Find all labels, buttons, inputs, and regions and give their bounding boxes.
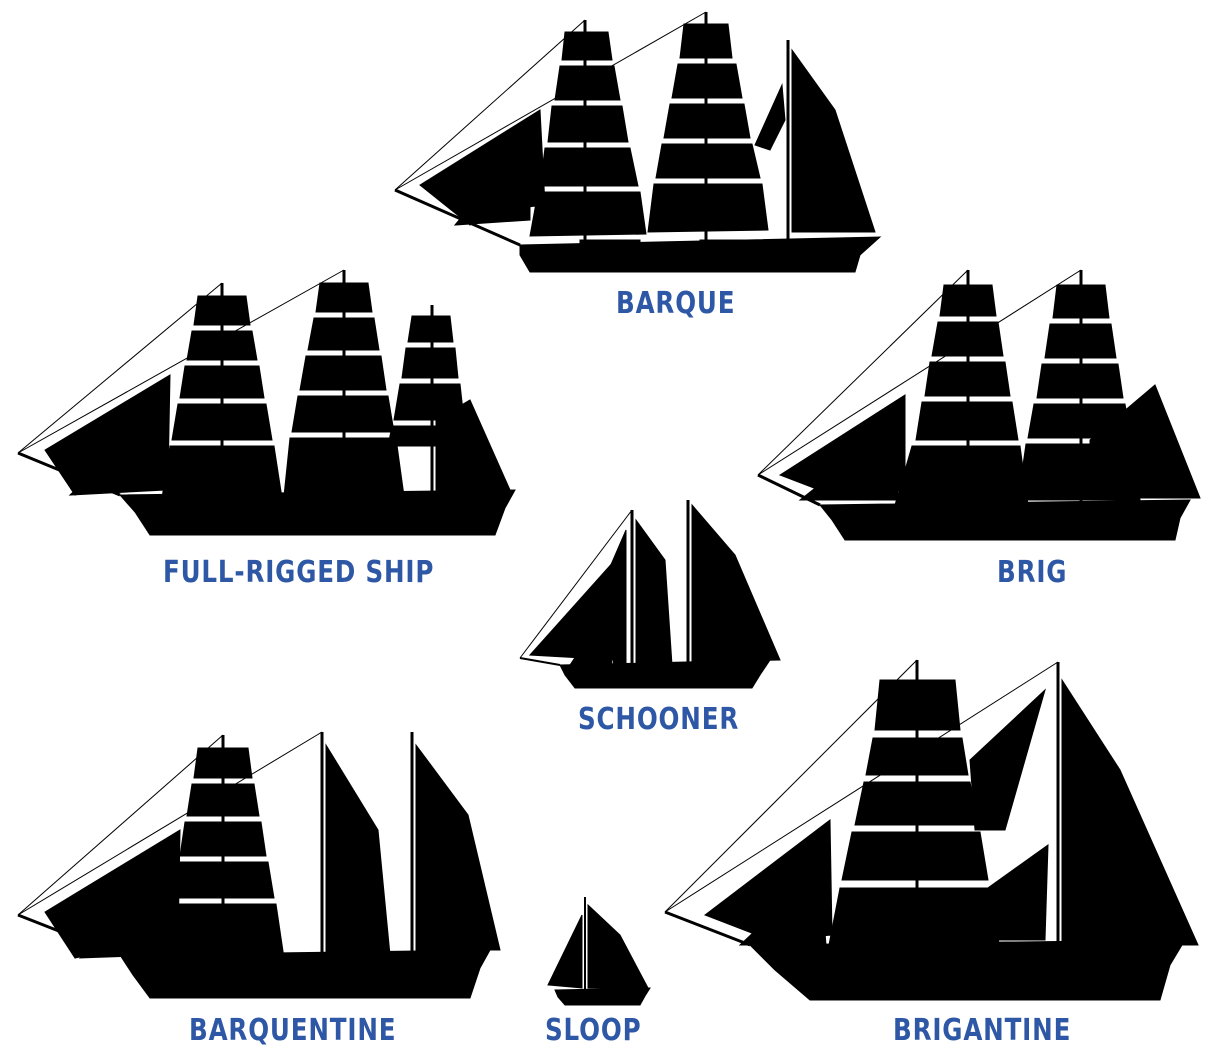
schooner-silhouette — [520, 500, 780, 688]
label-barque: BARQUE — [616, 286, 735, 321]
barque-silhouette — [395, 12, 880, 272]
label-schooner: SCHOONER — [578, 702, 739, 737]
brigantine-silhouette — [665, 660, 1198, 1000]
label-brigantine: BRIGANTINE — [893, 1013, 1071, 1048]
label-full-rigged-ship: FULL-RIGGED SHIP — [163, 555, 434, 590]
label-brig: BRIG — [997, 555, 1067, 590]
brig-silhouette — [758, 270, 1200, 540]
label-sloop: SLOOP — [545, 1013, 641, 1048]
full-rigged-ship-silhouette — [18, 270, 515, 535]
barquentine-silhouette — [18, 732, 500, 998]
sloop-silhouette — [548, 897, 650, 1005]
label-barquentine: BARQUENTINE — [189, 1013, 396, 1048]
